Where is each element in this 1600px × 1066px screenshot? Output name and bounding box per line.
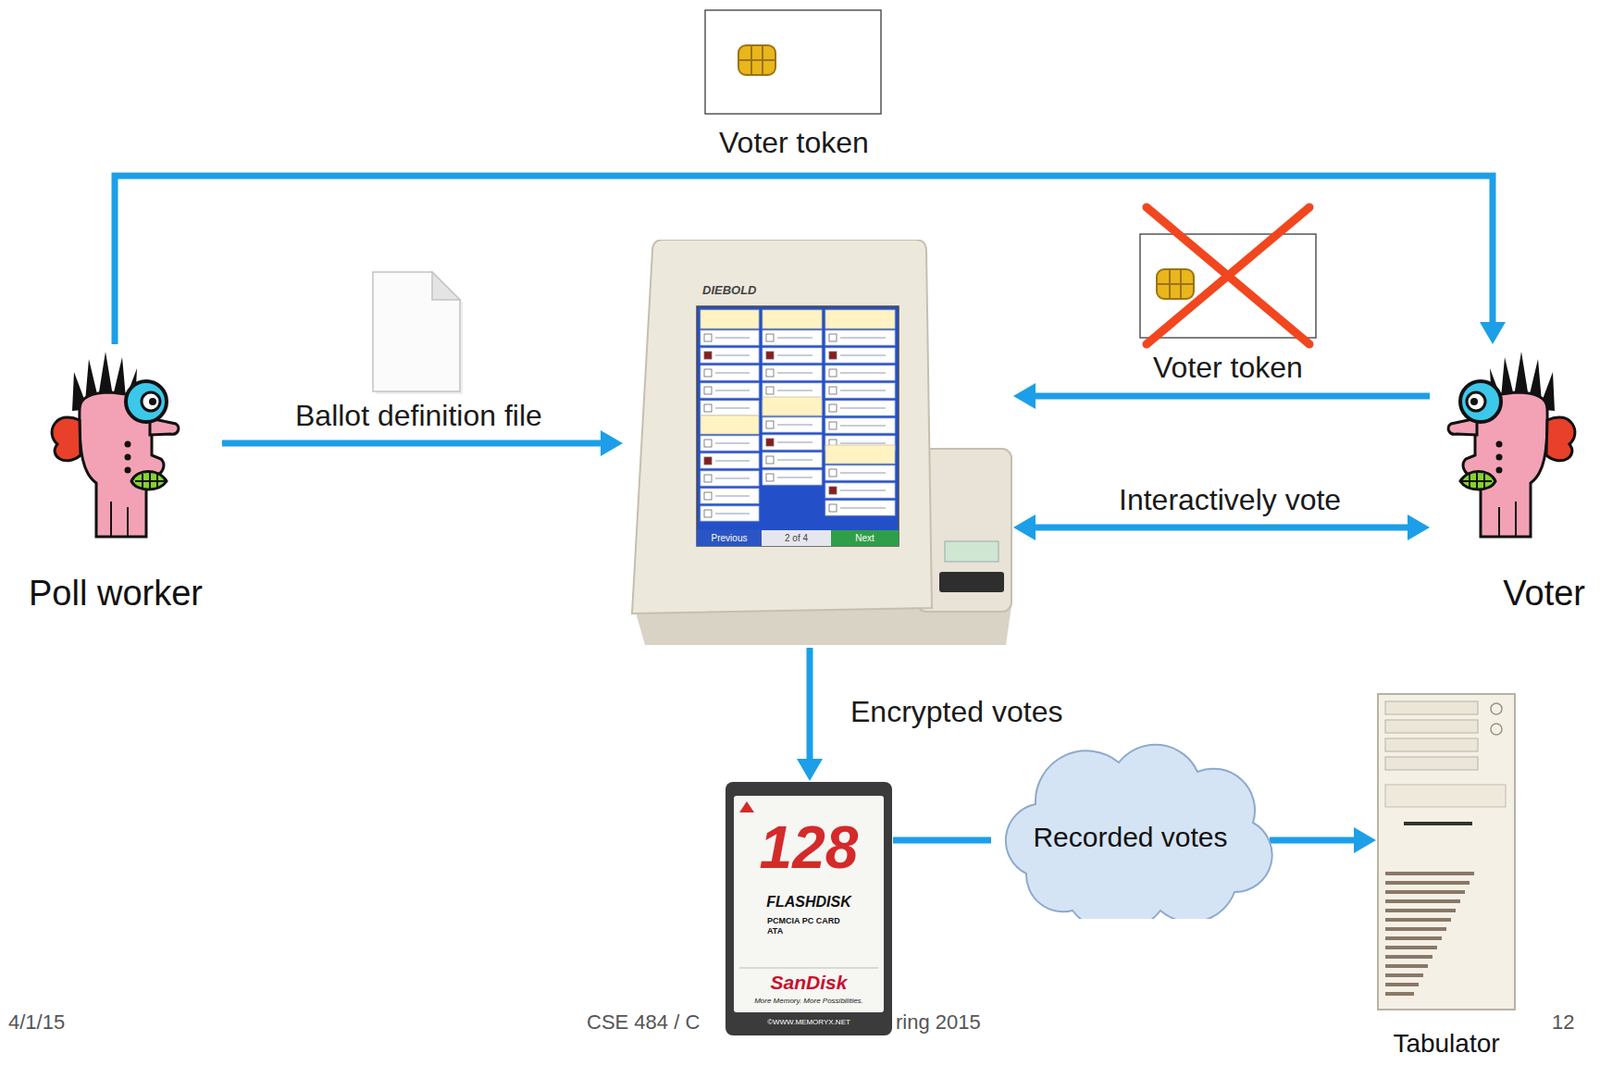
tabulator-computer: Tabulator — [1376, 692, 1517, 1059]
arrowhead — [796, 758, 823, 782]
flow-line — [1030, 393, 1430, 400]
screen-button: Next — [831, 530, 899, 546]
voting-machine: DIEBOLD Previous2 of 4Next — [622, 239, 1014, 648]
edge-label: Ballot definition file — [292, 398, 546, 434]
flow-arrow — [893, 840, 992, 842]
flow-line — [893, 837, 992, 844]
ballot-file-icon — [372, 272, 463, 395]
screen-button: Previous — [696, 530, 762, 546]
voter-token-card — [705, 10, 881, 114]
flow-arrow — [796, 647, 823, 782]
arrowhead — [1407, 514, 1430, 541]
card-text: ©WWW.MEMORYX.NET — [735, 1017, 882, 1028]
edge-label: Encrypted votes — [847, 694, 1066, 730]
flow-line — [1269, 837, 1359, 844]
voting-machine-illustration — [622, 239, 1014, 648]
card-text: FLASHDISK — [737, 893, 881, 911]
page-indicator: 2 of 4 — [761, 530, 832, 546]
arrowhead — [1013, 514, 1036, 541]
cartoon-person — [1441, 344, 1590, 539]
footer-date: 4/1/15 — [8, 1010, 65, 1034]
device-label: Tabulator — [1366, 1029, 1526, 1059]
flash-memory-card: 128FLASHDISK PCMCIA PC CARD ATA SanDiskMor… — [724, 781, 894, 1037]
arrowhead — [1479, 322, 1506, 345]
flow-arrow — [1269, 827, 1377, 854]
cartoon-person — [37, 344, 186, 539]
flow-line — [222, 440, 606, 447]
poll-worker-figure: Poll worker — [9, 344, 223, 622]
cloud-label: Recorded votes — [979, 821, 1281, 855]
flow-line — [1030, 524, 1413, 532]
flow-line — [806, 647, 814, 764]
network-cloud: Recorded votes — [979, 734, 1281, 919]
edge-label: Interactively vote — [1116, 483, 1344, 518]
flow-arrow — [1013, 383, 1430, 410]
brand-text: DIEBOLD — [702, 284, 814, 298]
card-text: More Memory. More Possibilities. — [735, 996, 882, 1006]
footer-course: CSE 484 / C — [586, 1010, 700, 1034]
actor-label: Voter — [1429, 573, 1586, 615]
brand-logo: SanDisk — [737, 971, 881, 993]
edge-label: Voter token — [716, 125, 872, 161]
flow-arrow — [1013, 514, 1430, 541]
capacity-text: 128 — [739, 818, 879, 878]
red-cross-mark — [1146, 207, 1310, 345]
voter-figure: Voter — [1429, 344, 1593, 622]
arrowhead — [1353, 827, 1377, 854]
arrowhead — [1013, 383, 1036, 410]
arrowhead — [600, 430, 623, 457]
actor-label: Poll worker — [9, 573, 223, 615]
edge-label: Voter token — [1150, 350, 1306, 385]
card-text: PCMCIA PC CARD ATA — [767, 916, 851, 937]
footer-course: ring 2015 — [895, 1010, 981, 1034]
tabulator-tower — [1376, 692, 1517, 1012]
page-number: 12 — [1551, 1010, 1575, 1034]
flow-arrow — [222, 430, 623, 457]
